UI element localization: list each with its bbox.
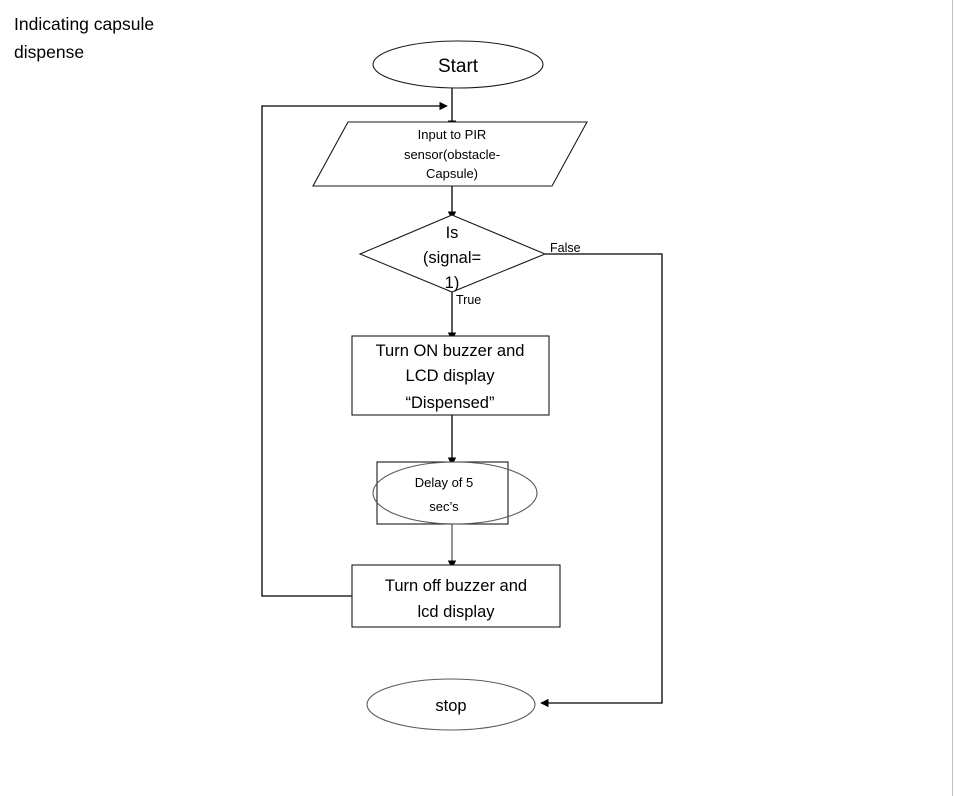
start-ellipse-shape bbox=[372, 40, 544, 89]
node-decision-signal[interactable]: Is (signal= 1) bbox=[358, 214, 547, 293]
node-input-pir-line2: sensor(obstacle- bbox=[404, 147, 500, 162]
turn-off-rect-shape bbox=[351, 564, 561, 628]
page-title: Indicating capsule dispense bbox=[14, 14, 155, 62]
node-turn-off[interactable]: Turn off buzzer and lcd display bbox=[351, 564, 561, 628]
node-delay[interactable]: Delay of 5 sec’s bbox=[372, 461, 538, 525]
node-input-pir[interactable]: Input to PIR sensor(obstacle- Capsule) bbox=[312, 121, 588, 187]
node-decision-line3: 1) bbox=[445, 274, 460, 292]
node-stop[interactable]: stop bbox=[366, 678, 536, 731]
node-turn-on-line3: “Dispensed” bbox=[406, 394, 495, 412]
stop-ellipse-shape bbox=[366, 678, 536, 731]
node-start-label: Start bbox=[438, 56, 479, 77]
node-turn-on-line2: LCD display bbox=[406, 367, 496, 385]
delay-rect-shape bbox=[376, 461, 509, 525]
node-turn-on[interactable]: Turn ON buzzer and LCD display “Dispense… bbox=[351, 335, 550, 416]
decision-diamond-shape bbox=[358, 214, 547, 293]
node-turn-off-line2: lcd display bbox=[417, 603, 495, 621]
page-right-border bbox=[952, 0, 953, 796]
edge-turn-off-feedback-to-input bbox=[261, 101, 448, 597]
node-delay-line1: Delay of 5 bbox=[415, 475, 474, 490]
node-decision-line2: (signal= bbox=[423, 249, 481, 267]
node-turn-on-line1: Turn ON buzzer and bbox=[376, 342, 525, 360]
node-turn-off-line1: Turn off buzzer and bbox=[385, 577, 527, 595]
delay-ellipse-shape bbox=[372, 461, 538, 525]
input-parallelogram-shape bbox=[312, 121, 588, 187]
node-stop-label: stop bbox=[435, 697, 466, 715]
edge-label-false: False bbox=[550, 241, 581, 255]
node-decision-line1: Is bbox=[446, 224, 459, 242]
node-input-pir-line3: Capsule) bbox=[426, 166, 478, 181]
turn-on-rect-shape bbox=[351, 335, 550, 416]
node-input-pir-line1: Input to PIR bbox=[418, 127, 487, 142]
edge-decision-false-to-stop bbox=[540, 253, 663, 708]
node-delay-line2: sec’s bbox=[429, 499, 459, 514]
node-start[interactable]: Start bbox=[372, 40, 544, 89]
edge-label-true: True bbox=[456, 293, 481, 307]
